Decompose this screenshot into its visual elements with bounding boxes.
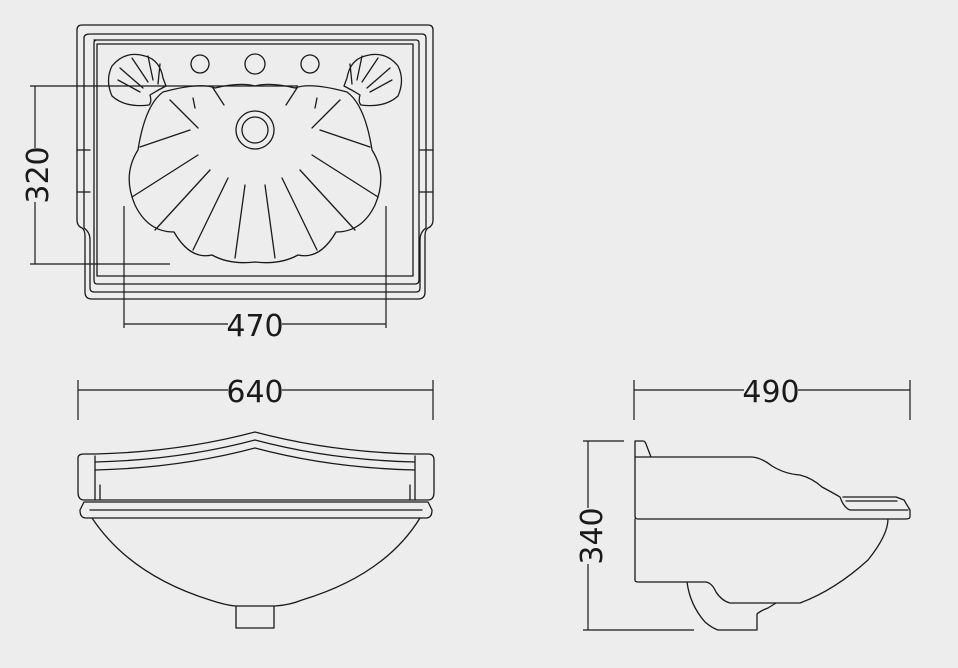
top-view-inner-rim — [93, 39, 420, 285]
dimension-490: 490 — [633, 375, 911, 420]
shell-corner-right — [343, 53, 403, 107]
side-view-foot — [686, 581, 777, 631]
top-view-rim-outline — [83, 33, 427, 293]
top-view-side-marks — [76, 149, 434, 193]
tap-hole-right — [300, 54, 320, 74]
dimension-470: 470 — [123, 206, 387, 344]
dimension-340-label: 340 — [575, 507, 610, 564]
front-view-bowl — [91, 517, 421, 607]
front-view-lip — [79, 501, 433, 519]
tap-holes — [190, 53, 320, 75]
dimension-320-label: 320 — [21, 146, 56, 203]
dimension-470-label: 470 — [226, 309, 283, 344]
shell-basin-outline — [128, 83, 382, 264]
top-view — [76, 24, 434, 300]
tap-hole-center — [244, 53, 266, 75]
side-view — [634, 440, 911, 631]
shell-ribs — [131, 87, 379, 259]
top-view-basin-edge — [96, 43, 414, 277]
dimension-320: 320 — [21, 85, 170, 265]
dimension-640: 640 — [77, 375, 434, 420]
dimension-340: 340 — [575, 440, 694, 631]
front-view-drain — [235, 605, 275, 629]
side-view-upper-body — [634, 440, 911, 520]
front-view — [77, 431, 435, 629]
tap-hole-left — [190, 54, 210, 74]
front-view-rim-curves — [94, 439, 416, 501]
front-view-back-rim — [77, 431, 435, 501]
drain-outlet — [235, 110, 275, 150]
top-view-outer-outline — [76, 24, 434, 300]
dimension-640-label: 640 — [226, 375, 283, 410]
side-view-lower-body — [634, 518, 889, 604]
dimension-490-label: 490 — [742, 375, 799, 410]
